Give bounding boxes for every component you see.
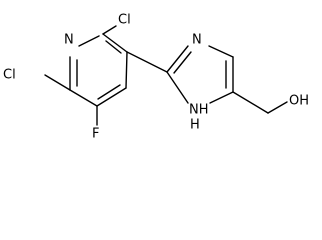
imidazole-ring (166, 45, 234, 104)
imidazole-h-label: H (190, 118, 200, 133)
pyridine-ring (69, 33, 128, 107)
bond-c2-n3 (166, 45, 189, 73)
bond-n-c2 (78, 35, 100, 47)
bond-n1-c2 (166, 71, 189, 104)
bond-c3-c4 (125, 51, 128, 89)
fluorine-label: F (92, 127, 99, 142)
bond-c2-c3 (102, 33, 128, 53)
bond-c2-c3-inner (105, 40, 122, 54)
imidazole-nh-label: NH (189, 103, 209, 118)
bond-c4-c5-inner (97, 84, 121, 100)
molecular-structure-diagram: N Cl Cl F N NH H OH (3, 13, 309, 142)
bond-n3-c4 (208, 45, 234, 58)
bond-c2-cl (102, 25, 117, 35)
bond-c6-cl (44, 74, 71, 91)
hydroxyl-label: OH (289, 94, 309, 109)
bond-c5-n1 (209, 91, 234, 104)
chlorine-left-label: Cl (3, 68, 16, 83)
bond-c5-c6 (69, 89, 98, 107)
bond-c5-ch2 (232, 91, 269, 114)
bond-c4-c5 (96, 87, 127, 107)
imidazole-nitrogen-label: N (192, 33, 202, 48)
bond-c3-imidazole (126, 51, 168, 73)
chlorine-top-label: Cl (118, 13, 131, 28)
bond-c2-n3-inner (173, 51, 192, 74)
bond-ch2-o (267, 101, 288, 114)
pyridine-nitrogen-label: N (64, 33, 74, 48)
